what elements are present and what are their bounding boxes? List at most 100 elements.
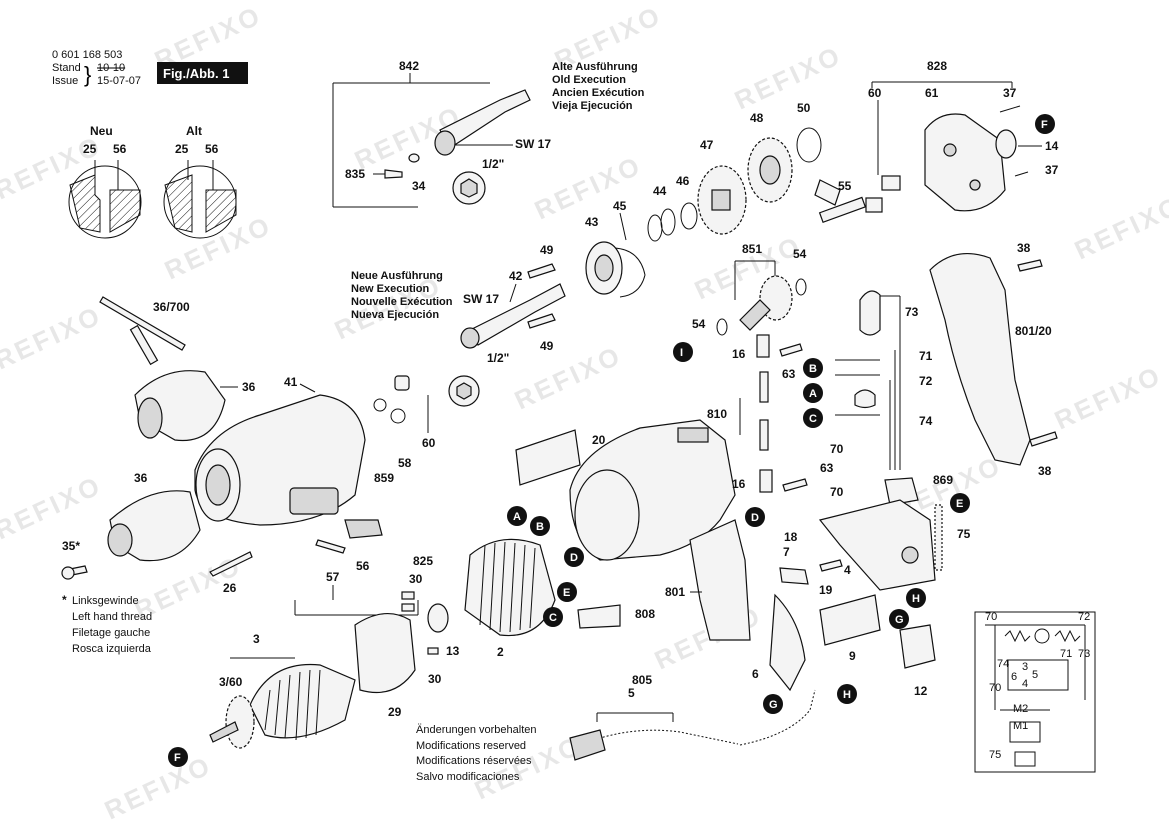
label-74: 74	[919, 414, 933, 428]
label-859: 859	[374, 471, 394, 485]
alt-label: Alt	[186, 124, 202, 138]
issue-value: 15-07-07	[97, 75, 141, 87]
modifications-note: Änderungen vorbehalten Modifications res…	[416, 724, 536, 783]
figure-tag-box	[157, 62, 248, 84]
front-housing-group: 41 26 60 58 859 57 56 825	[194, 375, 436, 616]
watermark: REFIXO	[0, 300, 107, 376]
label-35: 35*	[62, 539, 80, 553]
neu-label: Neu	[90, 124, 113, 138]
gear-housing-group: 828 60 61 37 14 37	[865, 59, 1059, 213]
label-44: 44	[653, 184, 667, 198]
label-12: 12	[914, 684, 928, 698]
watermark: REFIXO	[730, 40, 847, 116]
cable-group: 805 5 6	[569, 593, 816, 761]
marker-h-bottom	[837, 684, 857, 704]
header-block: 0 601 168 503 Stand Issue } 10-10 15-07-…	[52, 49, 248, 87]
svg-text:G: G	[895, 614, 904, 626]
spindle-new-group: 49 42 SW 17 1/2" 49	[448, 243, 566, 407]
svg-text:Neue Ausführung: Neue Ausführung	[351, 270, 443, 282]
circuit-schematic: 70 72 74 71 73 3 4 5 6 70 M2 M1 75	[974, 611, 1096, 773]
svg-text:Old Execution: Old Execution	[552, 74, 626, 86]
label-63b: 63	[820, 461, 834, 475]
label-37a: 37	[1003, 86, 1017, 100]
marker-a-right	[803, 383, 823, 403]
label-70b: 70	[830, 485, 844, 499]
marker-b-left	[530, 516, 550, 536]
label-37b: 37	[1045, 163, 1059, 177]
label-20: 20	[592, 433, 606, 447]
label-48: 48	[750, 111, 764, 125]
marker-f-top	[1035, 114, 1055, 134]
svg-text:Modifications reserved: Modifications reserved	[416, 740, 526, 752]
label-50: 50	[797, 101, 811, 115]
label-47: 47	[700, 138, 714, 152]
svg-text:H: H	[843, 689, 851, 701]
motor-housing-group: 801	[569, 419, 751, 641]
svg-text:71: 71	[1060, 648, 1072, 660]
svg-text:E: E	[956, 498, 963, 510]
svg-text:4: 4	[1022, 678, 1028, 690]
aux-handle-group: 38 801/20 38	[929, 241, 1058, 478]
label-6: 6	[752, 667, 759, 681]
label-869: 869	[933, 473, 953, 487]
watermark: REFIXO	[0, 470, 107, 546]
svg-text:Left hand thread: Left hand thread	[72, 611, 152, 623]
svg-text:Rosca izquierda: Rosca izquierda	[72, 643, 152, 655]
stand-label: Stand	[52, 62, 81, 74]
svg-text:G: G	[769, 699, 778, 711]
svg-text:M1: M1	[1013, 720, 1028, 732]
stand-value: 10-10	[97, 62, 125, 74]
label-3: 3	[253, 632, 260, 646]
label-56: 56	[356, 559, 370, 573]
svg-text:72: 72	[1078, 611, 1090, 623]
marker-g-right	[889, 609, 909, 629]
label-801-20: 801/20	[1015, 324, 1052, 338]
svg-text:Änderungen vorbehalten: Änderungen vorbehalten	[416, 724, 536, 736]
svg-text:I: I	[680, 347, 683, 359]
label-54a: 54	[793, 247, 807, 261]
ref-25-neu: 25	[83, 142, 97, 156]
label-60b: 60	[422, 436, 436, 450]
svg-text:A: A	[809, 388, 817, 400]
label-851: 851	[742, 242, 762, 256]
label-34: 34	[412, 179, 426, 193]
watermark: REFIXO	[1050, 360, 1167, 436]
field-motor-group: 2 30 13 30 808 20	[401, 429, 655, 686]
label-63a: 63	[782, 367, 796, 381]
svg-text:Linksgewinde: Linksgewinde	[72, 595, 139, 607]
label-38a: 38	[1017, 241, 1031, 255]
label-70a: 70	[830, 442, 844, 456]
label-2: 2	[497, 645, 504, 659]
label-808: 808	[635, 607, 655, 621]
svg-text:F: F	[174, 752, 181, 764]
label-29: 29	[388, 705, 402, 719]
label-58: 58	[398, 456, 412, 470]
gear-group: 43 45 44 46 47 48 50 55	[585, 101, 867, 298]
label-7: 7	[783, 545, 790, 559]
label-16a: 16	[732, 347, 746, 361]
label-805: 805	[632, 673, 652, 687]
marker-b-right	[803, 358, 823, 378]
label-54b: 54	[692, 317, 706, 331]
issue-label: Issue	[52, 75, 78, 87]
label-73: 73	[905, 305, 919, 319]
label-46: 46	[676, 174, 690, 188]
svg-text:D: D	[751, 512, 759, 524]
label-sw17-old: SW 17	[515, 137, 551, 151]
brace-glyph: }	[84, 62, 91, 87]
label-71: 71	[919, 349, 933, 363]
label-36a: 36	[242, 380, 256, 394]
watermark: REFIXO	[1070, 190, 1169, 266]
ref-25-alt: 25	[175, 142, 189, 156]
label-18: 18	[784, 530, 798, 544]
label-75: 75	[957, 527, 971, 541]
ref-56-alt: 56	[205, 142, 219, 156]
svg-text:Salvo modificaciones: Salvo modificaciones	[416, 771, 520, 783]
spindle-old-group: 842 835 34 SW 17 1/2"	[332, 59, 551, 208]
label-801: 801	[665, 585, 685, 599]
label-38b: 38	[1038, 464, 1052, 478]
label-55: 55	[838, 179, 852, 193]
label-60a: 60	[868, 86, 882, 100]
svg-text:C: C	[809, 413, 817, 425]
label-5: 5	[628, 686, 635, 700]
